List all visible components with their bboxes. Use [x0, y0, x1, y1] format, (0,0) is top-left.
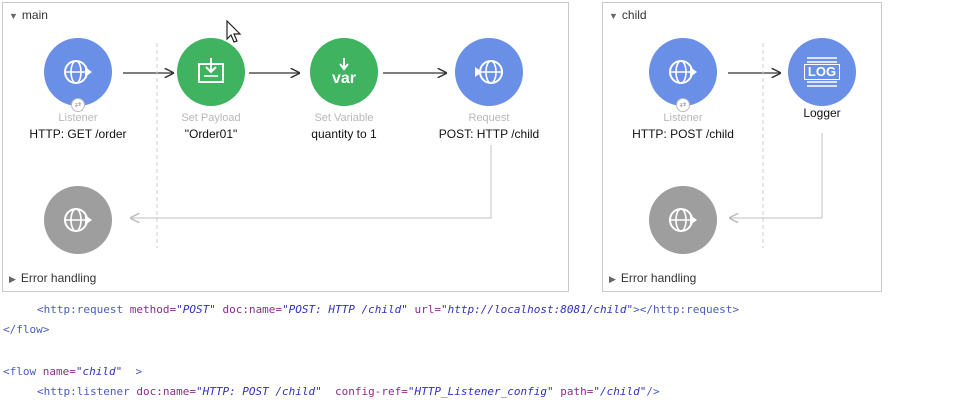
code-line-flow-open: <flow name="child" >: [3, 365, 143, 378]
var-icon-text: var: [331, 70, 357, 87]
main-flow-connectors: [123, 43, 492, 248]
child-flow-connectors: [728, 43, 823, 248]
var-icon: var: [310, 38, 378, 106]
collapse-triangle-icon[interactable]: ▼: [9, 11, 18, 21]
node-type-label: Set Variable: [314, 112, 374, 124]
mouse-cursor-icon: [226, 20, 242, 43]
flow-title-main[interactable]: ▼main: [9, 8, 48, 22]
reconnect-badge-icon: ⇄: [676, 98, 690, 112]
node-name-label: HTTP: GET /order: [29, 127, 127, 141]
request-node[interactable]: Request POST: HTTP /child: [424, 38, 554, 141]
globe-listener-icon: ⇄: [649, 38, 717, 112]
error-listener-node-child[interactable]: [618, 186, 748, 254]
node-name-label: "Order01": [184, 127, 238, 141]
collapse-triangle-icon[interactable]: ▼: [609, 11, 618, 21]
logger-icon-text: LOG: [803, 64, 841, 80]
reconnect-badge-icon: ⇄: [71, 98, 85, 112]
expand-triangle-icon: ▶: [9, 274, 16, 284]
expand-triangle-icon: ▶: [609, 274, 616, 284]
set-payload-icon: [177, 38, 245, 106]
error-listener-node-main[interactable]: [13, 186, 143, 254]
globe-error-icon: [44, 186, 112, 254]
logger-icon: LOG: [788, 38, 856, 106]
node-type-label: Set Payload: [181, 112, 241, 124]
flow-title-child[interactable]: ▼child: [609, 8, 647, 22]
listener-node-child[interactable]: ⇄ Listener HTTP: POST /child: [618, 38, 748, 141]
listener-node-main[interactable]: ⇄ Listener HTTP: GET /order: [13, 38, 143, 141]
node-name-label: HTTP: POST /child: [632, 127, 734, 141]
main-flow-panel: ▼main ⇄ Listener HTTP: GET /order Set Pa…: [2, 2, 569, 292]
globe-listener-icon: ⇄: [44, 38, 112, 112]
set-variable-node[interactable]: var Set Variable quantity to 1: [279, 38, 409, 141]
code-line-flow-close: </flow>: [3, 323, 50, 336]
node-name-label: Logger: [803, 106, 841, 120]
set-payload-node[interactable]: Set Payload "Order01": [146, 38, 276, 141]
node-type-label: Listener: [58, 112, 98, 124]
node-type-label: Request: [468, 112, 510, 124]
child-flow-panel: ▼child ⇄ Listener HTTP: POST /child LOG …: [602, 2, 882, 292]
globe-request-icon: [455, 38, 523, 106]
code-line-listener: <http:listener doc:name="HTTP: POST /chi…: [37, 385, 660, 398]
error-handling-toggle-child[interactable]: ▶Error handling: [609, 271, 697, 285]
error-handling-toggle-main[interactable]: ▶Error handling: [9, 271, 97, 285]
node-type-label: Listener: [663, 112, 703, 124]
globe-error-icon: [649, 186, 717, 254]
node-name-label: quantity to 1: [311, 127, 377, 141]
logger-node[interactable]: LOG Logger: [757, 38, 887, 120]
code-line-request: <http:request method="POST" doc:name="PO…: [37, 303, 740, 316]
node-name-label: POST: HTTP /child: [438, 127, 540, 141]
